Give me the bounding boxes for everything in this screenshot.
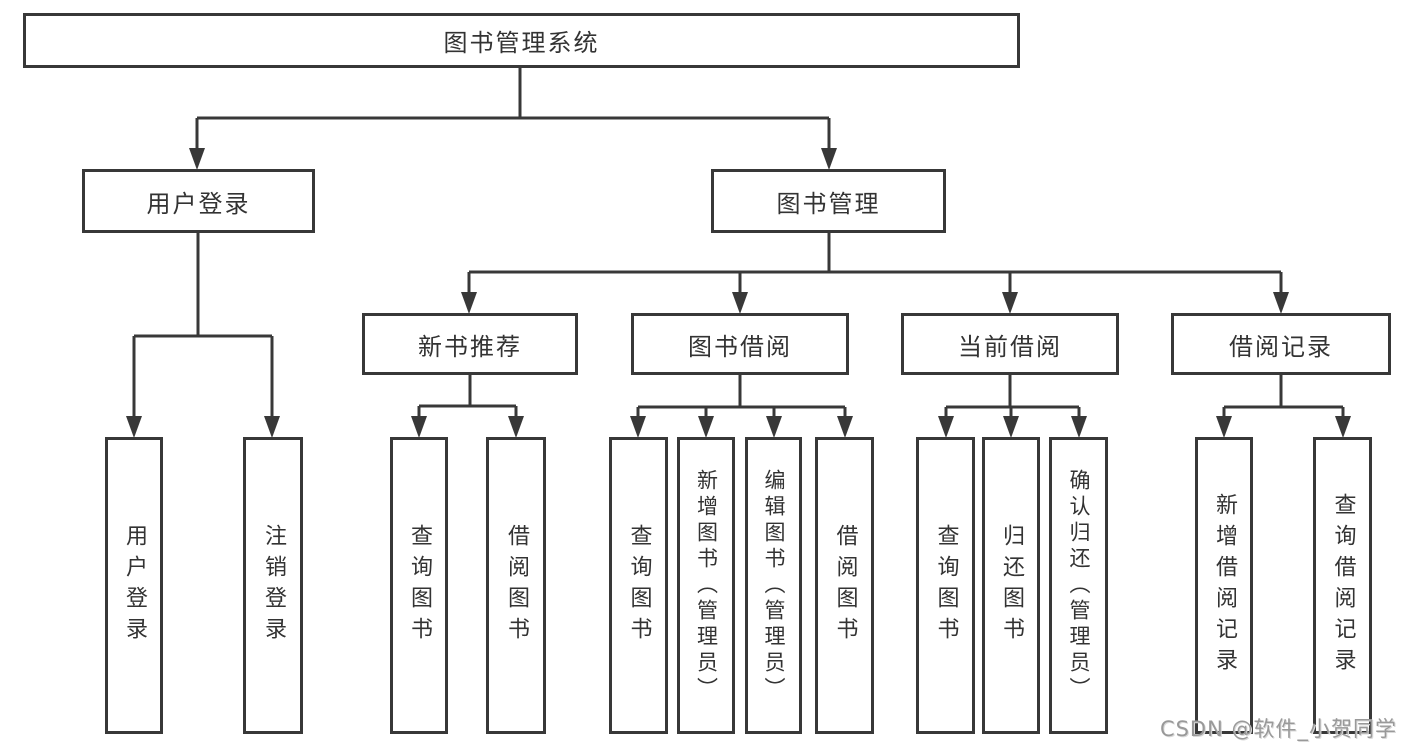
leaf-label: 归还图书	[999, 523, 1024, 648]
leaf-query-books-recommend: 查询图书	[390, 437, 448, 734]
leaf-add-borrow-record: 新增借阅记录	[1195, 437, 1253, 734]
node-label: 当前借阅	[958, 332, 1062, 361]
node-current-borrowing: 当前借阅	[901, 313, 1119, 375]
leaf-label: 新增图书（管理员）	[694, 468, 719, 703]
node-borrowing-records: 借阅记录	[1171, 313, 1391, 375]
leaf-query-books-current: 查询图书	[916, 437, 975, 734]
leaf-borrow-books-recommend: 借阅图书	[486, 437, 546, 734]
node-library-system: 图书管理系统	[23, 13, 1020, 68]
node-label: 用户登录	[146, 189, 251, 218]
node-book-management: 图书管理	[711, 169, 946, 233]
leaf-label: 查询图书	[407, 523, 432, 648]
node-label: 借阅记录	[1229, 332, 1333, 361]
leaf-add-books-admin: 新增图书（管理员）	[677, 437, 735, 734]
leaf-logout: 注销登录	[243, 437, 303, 734]
leaf-label: 借阅图书	[832, 523, 858, 648]
node-label: 图书管理	[776, 189, 881, 218]
node-label: 图书借阅	[688, 332, 792, 361]
node-user-login: 用户登录	[82, 169, 315, 233]
leaf-label: 借阅图书	[504, 523, 529, 648]
node-book-borrowing: 图书借阅	[631, 313, 849, 375]
leaf-borrow-books-borrowing: 借阅图书	[815, 437, 874, 734]
node-label: 图书管理系统	[443, 29, 600, 57]
leaf-label: 新增借阅记录	[1212, 492, 1237, 679]
leaf-query-borrow-record: 查询借阅记录	[1313, 437, 1372, 734]
leaf-label: 查询图书	[933, 523, 959, 648]
leaf-user-login: 用户登录	[105, 437, 163, 734]
watermark-text: CSDN @软件_小贺同学	[1159, 717, 1397, 741]
leaf-label: 编辑图书（管理员）	[762, 468, 786, 703]
leaf-label: 查询借阅记录	[1330, 492, 1356, 679]
leaf-return-books: 归还图书	[982, 437, 1040, 734]
leaf-query-books-borrowing: 查询图书	[609, 437, 668, 734]
leaf-label: 确认归还（管理员）	[1067, 468, 1091, 703]
leaf-edit-books-admin: 编辑图书（管理员）	[745, 437, 802, 734]
node-label: 新书推荐	[418, 332, 522, 361]
leaf-label: 注销登录	[261, 523, 286, 648]
leaf-label: 用户登录	[122, 523, 147, 648]
node-new-book-recommendation: 新书推荐	[362, 313, 578, 375]
leaf-label: 查询图书	[626, 523, 652, 648]
leaf-confirm-return-admin: 确认归还（管理员）	[1049, 437, 1108, 734]
